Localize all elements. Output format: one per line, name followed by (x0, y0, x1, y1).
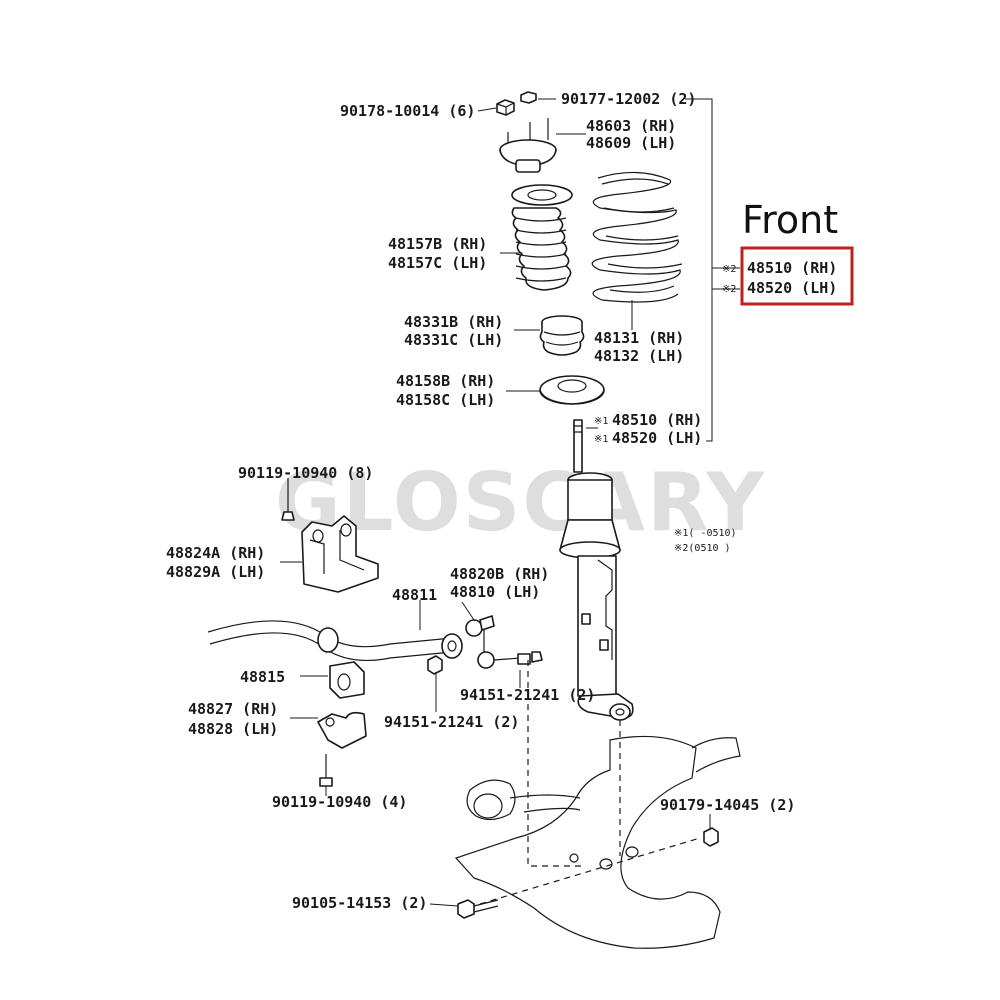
arm-bolt-icon (457, 899, 499, 919)
label-bolt-bracket: 90119-10940 (8) (238, 464, 373, 482)
label-bushing: 48815 (240, 668, 285, 686)
label-clamp-rh: 48827 (RH) (188, 700, 278, 718)
dust-boot-icon (511, 184, 573, 291)
label-bump-lh: 48331C (LH) (404, 331, 503, 349)
spring-seat-icon (539, 375, 605, 405)
label-bump-rh: 48331B (RH) (404, 313, 503, 331)
label-mount-lh: 48609 (LH) (586, 134, 676, 152)
stabilizer-bracket-icon (281, 478, 379, 593)
label-boot-rh: 48157B (RH) (388, 235, 487, 253)
label-shock2-rh: 48510 (RH) (747, 259, 837, 277)
label-shock1-rh: 48510 (RH) (612, 411, 702, 429)
label-nut-top-left: 90178-10014 (6) (340, 102, 475, 120)
nut-top-left-icon (496, 99, 515, 116)
label-nut-top-right: 90177-12002 (2) (561, 90, 696, 108)
label-link-rh: 48820B (RH) (450, 565, 549, 583)
label-shock1-prefix-rh: ※1 (594, 416, 608, 427)
label-seat-lh: 48158C (LH) (396, 391, 495, 409)
note-2: ※2(0510 ) (674, 543, 731, 554)
bushing-clamp-icon (317, 711, 367, 787)
stabilizer-link-icon (465, 615, 543, 669)
label-spring-lh: 48132 (LH) (594, 347, 684, 365)
highlight-box (740, 246, 854, 306)
label-bolt-clamp: 90119-10940 (4) (272, 793, 407, 811)
upper-mount-icon (499, 118, 557, 173)
label-shock1-lh: 48520 (LH) (612, 429, 702, 447)
label-shock2-prefix-rh: ※2 (722, 264, 736, 275)
label-bolt-arm: 90105-14153 (2) (292, 894, 427, 912)
bump-stop-icon (539, 315, 585, 356)
label-nut-link-right: 94151-21241 (2) (460, 686, 595, 704)
label-shock1-prefix-lh: ※1 (594, 434, 608, 445)
label-nut-link-left: 94151-21241 (2) (384, 713, 519, 731)
bushing-icon (329, 661, 365, 699)
label-bracket-lh: 48829A (LH) (166, 563, 265, 581)
label-seat-rh: 48158B (RH) (396, 372, 495, 390)
note-1: ※1( -0510) (674, 528, 737, 539)
lower-control-arm-icon (454, 735, 741, 949)
label-mount-rh: 48603 (RH) (586, 117, 676, 135)
leader-lines (280, 98, 711, 907)
label-shock2-lh: 48520 (LH) (747, 279, 837, 297)
coil-spring-icon (591, 171, 683, 303)
label-stab-bar: 48811 (392, 586, 437, 604)
label-spring-rh: 48131 (RH) (594, 329, 684, 347)
assembly-guide-lines (479, 660, 701, 905)
label-nut-arm: 90179-14045 (2) (660, 796, 795, 814)
label-clamp-lh: 48828 (LH) (188, 720, 278, 738)
arm-nut-icon (703, 827, 719, 847)
nut-top-right-icon (520, 91, 537, 104)
label-boot-lh: 48157C (LH) (388, 254, 487, 272)
nut-link-left-icon (427, 655, 443, 675)
shock-absorber-icon (559, 419, 634, 721)
label-shock2-prefix-lh: ※2 (722, 284, 736, 295)
label-bracket-rh: 48824A (RH) (166, 544, 265, 562)
label-link-lh: 48810 (LH) (450, 583, 540, 601)
front-title: Front (742, 198, 838, 242)
shock-leader-bracket (685, 98, 740, 442)
stabilizer-bar-icon (207, 620, 463, 662)
